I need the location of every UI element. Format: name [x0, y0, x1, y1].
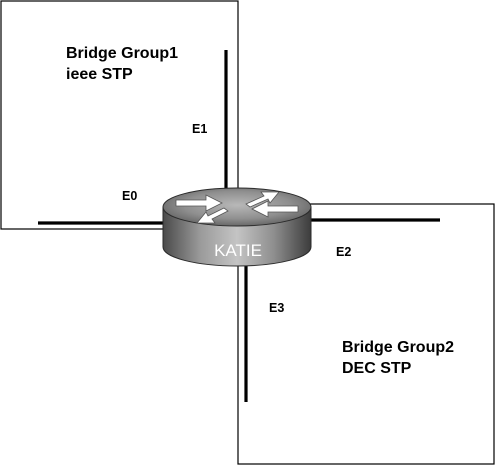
- bridge-group1-box: [0, 0, 239, 230]
- bridge-group2-title: Bridge Group2: [342, 339, 454, 356]
- bridge-group2-box: [237, 203, 495, 465]
- port-label-e2: E2: [336, 245, 351, 259]
- router-icon: KATIE: [162, 187, 312, 267]
- bridge-group1-protocol: ieee STP: [66, 66, 133, 83]
- bridge-group2-protocol: DEC STP: [342, 360, 412, 377]
- port-label-e3: E3: [269, 301, 284, 315]
- port-label-e0: E0: [122, 189, 137, 203]
- port-label-e1: E1: [192, 122, 207, 136]
- bridge-group1-title: Bridge Group1: [66, 45, 178, 62]
- router-name: KATIE: [214, 241, 262, 260]
